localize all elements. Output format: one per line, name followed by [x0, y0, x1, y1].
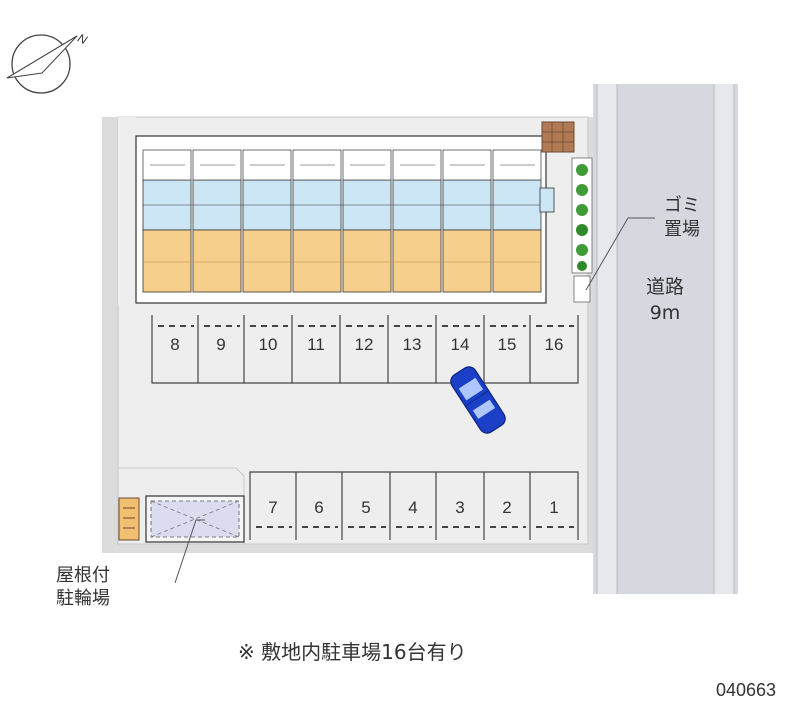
- parking-slot-2: 2: [502, 498, 512, 517]
- hedge: [571, 157, 593, 303]
- compass-icon: [6, 34, 78, 94]
- road: [593, 84, 738, 594]
- bike-leader-line: [174, 519, 205, 584]
- parking-slot-5: 5: [361, 498, 371, 517]
- road-width: 9m: [649, 302, 681, 324]
- parking-slot-1: 1: [549, 498, 559, 517]
- bike-parking-label-line1: 屋根付: [56, 565, 110, 586]
- apartment-building: [135, 135, 555, 304]
- parking-slot-6: 6: [314, 498, 324, 517]
- garbage-label: ゴミ 置場: [655, 194, 709, 242]
- parking-slot-4: 4: [408, 498, 418, 517]
- garbage-label-line1: ゴミ: [664, 195, 700, 216]
- car-icon: [450, 366, 506, 434]
- parking-slot-15: 15: [497, 335, 517, 354]
- parking-slot-13: 13: [402, 335, 422, 354]
- parking-row-top: [151, 315, 579, 384]
- parking-slot-11: 11: [307, 335, 325, 354]
- bike-parking-label-line2: 駐輪場: [56, 588, 110, 609]
- garbage-label-line2: 置場: [664, 219, 700, 240]
- parking-slot-10: 10: [258, 335, 278, 354]
- road-label: 道路 9m: [630, 274, 700, 326]
- parking-row-bottom: [249, 471, 579, 540]
- parking-slot-7: 7: [268, 498, 278, 517]
- garbage-station-icon: [541, 121, 575, 153]
- bicycle-parking-icon: [118, 495, 245, 543]
- map-id: 040663: [716, 680, 777, 700]
- bike-parking-label: 屋根付 駐輪場: [56, 564, 146, 610]
- parking-note: ※ 敷地内駐車場16台有り: [238, 640, 467, 664]
- road-name: 道路: [645, 276, 684, 298]
- parking-slot-12: 12: [354, 335, 374, 354]
- parking-slot-8: 8: [170, 335, 180, 354]
- garbage-leader-line: [585, 217, 655, 291]
- parking-slot-16: 16: [544, 335, 564, 354]
- parking-slot-14: 14: [450, 335, 470, 354]
- parking-slot-3: 3: [455, 498, 465, 517]
- parking-slot-9: 9: [216, 335, 226, 354]
